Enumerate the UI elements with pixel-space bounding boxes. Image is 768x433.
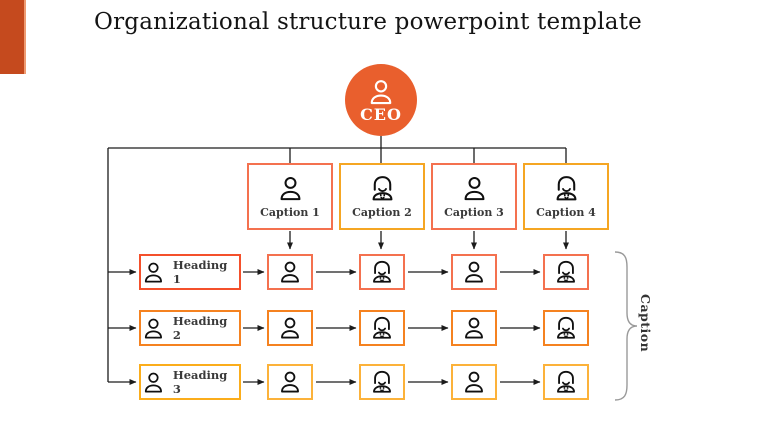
grid-cell-r1c3[interactable] — [451, 254, 497, 290]
person-female-icon — [552, 174, 581, 203]
grid-cell-r2c4[interactable] — [543, 310, 589, 346]
heading-1-label: Heading 1 — [172, 258, 228, 286]
person-female-icon — [553, 259, 579, 285]
person-male-icon — [461, 315, 487, 341]
caption-2-label: Caption 2 — [352, 206, 412, 219]
grid-cell-r2c2[interactable] — [359, 310, 405, 346]
person-male-icon — [277, 315, 303, 341]
person-male-icon — [366, 77, 396, 107]
caption-box-2[interactable]: Caption 2 — [339, 163, 425, 230]
person-female-icon — [369, 259, 395, 285]
person-female-icon — [553, 315, 579, 341]
person-female-icon — [369, 369, 395, 395]
caption-box-1[interactable]: Caption 1 — [247, 163, 333, 230]
grid-cell-r1c1[interactable] — [267, 254, 313, 290]
person-male-icon — [141, 316, 166, 341]
caption-3-label: Caption 3 — [444, 206, 504, 219]
caption-box-4[interactable]: Caption 4 — [523, 163, 609, 230]
person-male-icon — [461, 259, 487, 285]
person-male-icon — [460, 174, 489, 203]
person-male-icon — [276, 174, 305, 203]
brace-caption-label: Caption — [638, 294, 653, 353]
grid-cell-r3c1[interactable] — [267, 364, 313, 400]
person-male-icon — [277, 369, 303, 395]
heading-3-label: Heading 3 — [172, 368, 228, 396]
ceo-node[interactable]: CEO — [345, 64, 417, 136]
grid-cell-r3c4[interactable] — [543, 364, 589, 400]
caption-4-label: Caption 4 — [536, 206, 596, 219]
grid-cell-r2c3[interactable] — [451, 310, 497, 346]
ceo-label: CEO — [360, 104, 402, 124]
grid-cell-r2c1[interactable] — [267, 310, 313, 346]
heading-box-2[interactable]: Heading 2 — [139, 310, 241, 346]
heading-2-label: Heading 2 — [172, 314, 228, 342]
right-brace — [614, 251, 638, 401]
heading-box-3[interactable]: Heading 3 — [139, 364, 241, 400]
person-male-icon — [141, 370, 166, 395]
caption-box-3[interactable]: Caption 3 — [431, 163, 517, 230]
caption-1-label: Caption 1 — [260, 206, 320, 219]
person-male-icon — [461, 369, 487, 395]
person-female-icon — [369, 315, 395, 341]
person-female-icon — [553, 369, 579, 395]
corner-accent-bar — [0, 0, 26, 74]
person-male-icon — [277, 259, 303, 285]
grid-cell-r1c4[interactable] — [543, 254, 589, 290]
slide-title: Organizational structure powerpoint temp… — [94, 9, 642, 35]
heading-box-1[interactable]: Heading 1 — [139, 254, 241, 290]
person-male-icon — [141, 260, 166, 285]
grid-cell-r3c2[interactable] — [359, 364, 405, 400]
grid-cell-r3c3[interactable] — [451, 364, 497, 400]
person-female-icon — [368, 174, 397, 203]
grid-cell-r1c2[interactable] — [359, 254, 405, 290]
